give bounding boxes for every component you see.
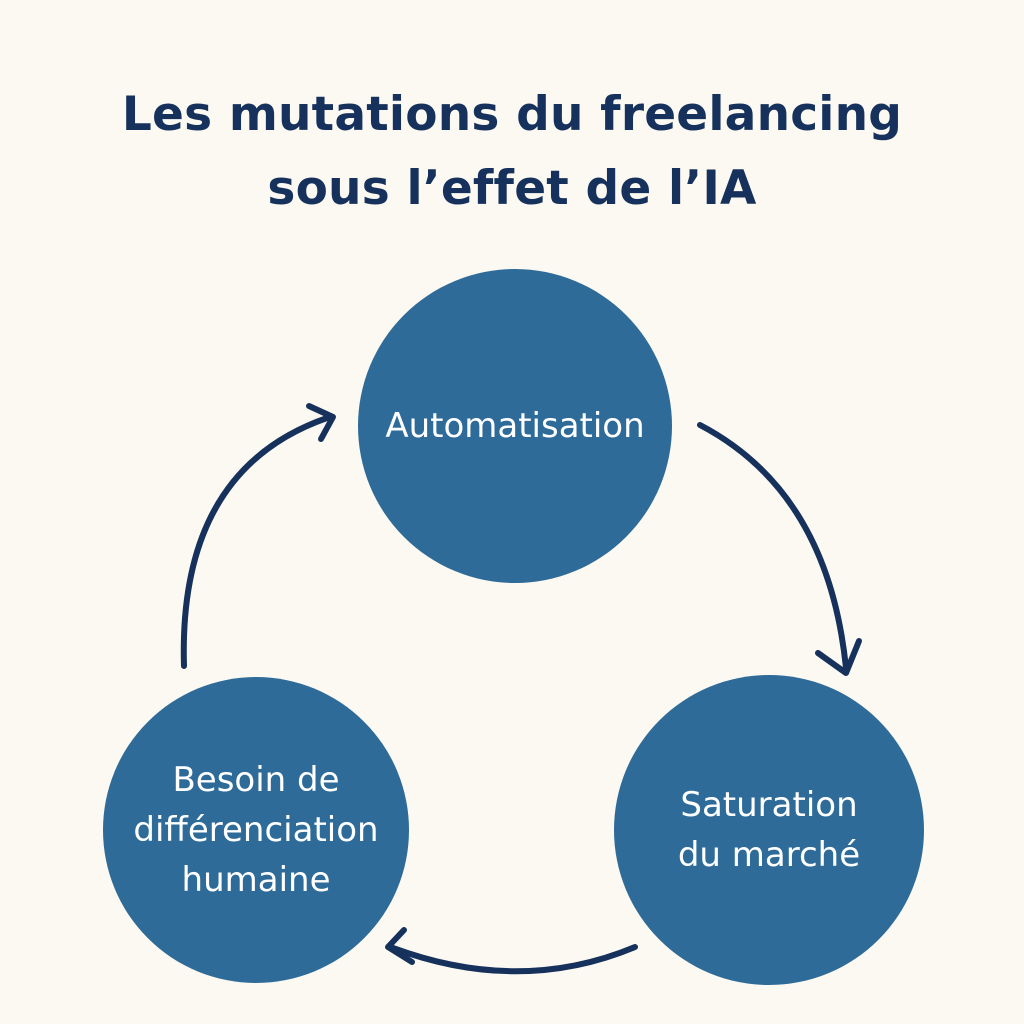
arrow-automatisation-to-saturation bbox=[697, 422, 849, 671]
node-saturation-label-line-1: Saturation bbox=[680, 785, 858, 825]
arrowhead-automatisation-to-saturation bbox=[815, 638, 862, 676]
node-saturation-du-marche: Saturation du marché bbox=[614, 675, 924, 985]
node-automatisation: Automatisation bbox=[358, 269, 672, 583]
node-automatisation-label: Automatisation bbox=[385, 406, 645, 446]
arrow-saturation-to-differenciation bbox=[390, 944, 638, 975]
node-differenciation-label-line-2: différenciation bbox=[133, 810, 379, 850]
node-besoin-de-differenciation-humaine: Besoin de différenciation humaine bbox=[103, 677, 409, 983]
arrowhead-saturation-to-differenciation bbox=[385, 927, 415, 965]
node-differenciation-label-line-1: Besoin de bbox=[172, 760, 340, 800]
node-saturation-label-line-2: du marché bbox=[677, 835, 861, 875]
diagram-title: Les mutations du freelancing sous l’effe… bbox=[0, 78, 1024, 226]
title-line-2: sous l’effet de l’IA bbox=[267, 161, 757, 216]
node-differenciation-label-line-3: humaine bbox=[181, 860, 331, 900]
title-line-1: Les mutations du freelancing bbox=[121, 87, 903, 142]
arrowhead-differenciation-to-automatisation bbox=[306, 403, 336, 442]
arrow-differenciation-to-automatisation bbox=[180, 415, 330, 669]
